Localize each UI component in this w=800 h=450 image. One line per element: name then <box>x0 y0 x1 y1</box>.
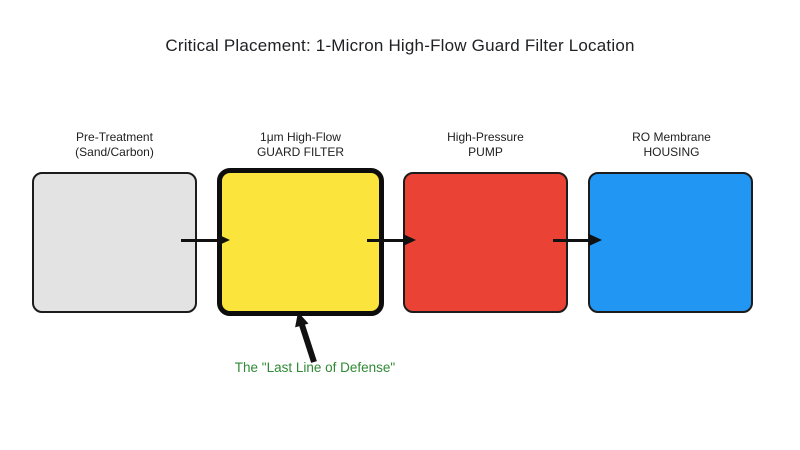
label-line-1: RO Membrane <box>632 130 711 144</box>
label-line-2: (Sand/Carbon) <box>75 145 154 159</box>
label-pump: High-Pressure PUMP <box>403 130 568 162</box>
box-pre-treatment <box>32 172 197 313</box>
label-line-1: 1μm High-Flow <box>260 130 341 144</box>
flow-arrow-2-icon <box>367 234 416 246</box>
flow-arrow-1-icon <box>181 234 230 246</box>
label-guard-filter: 1μm High-Flow GUARD FILTER <box>217 130 384 162</box>
label-line-2: PUMP <box>468 145 503 159</box>
label-line-1: Pre-Treatment <box>76 130 153 144</box>
label-line-1: High-Pressure <box>447 130 524 144</box>
label-line-2: GUARD FILTER <box>256 145 345 159</box>
annotation-text: The "Last Line of Defense" <box>234 360 396 375</box>
box-pump <box>403 172 568 313</box>
label-pre-treatment: Pre-Treatment (Sand/Carbon) <box>32 130 197 162</box>
box-ro-membrane <box>588 172 753 313</box>
diagram-title: Critical Placement: 1-Micron High-Flow G… <box>165 36 635 55</box>
label-line-2: HOUSING <box>643 145 700 159</box>
label-ro-membrane: RO Membrane HOUSING <box>588 130 755 162</box>
annotation-up-arrow-icon <box>295 312 317 363</box>
box-guard-filter <box>217 168 384 316</box>
flow-arrow-3-icon <box>553 234 602 246</box>
